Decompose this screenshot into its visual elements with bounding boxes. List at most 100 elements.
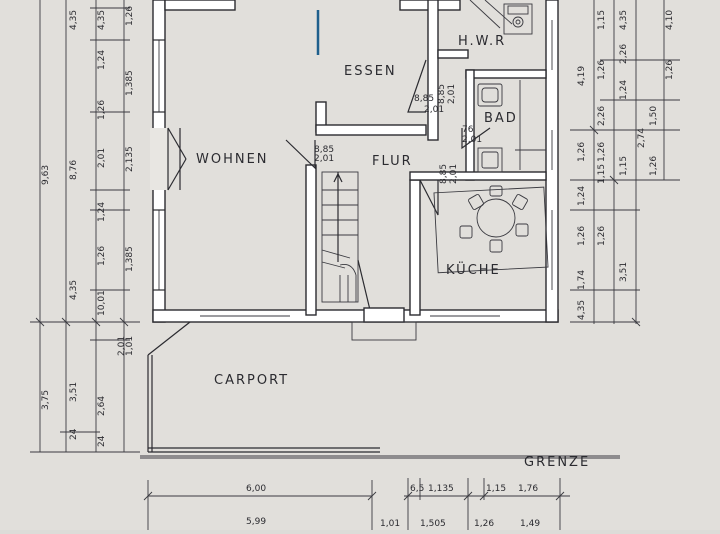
wall-hwr-south-b xyxy=(465,69,547,79)
dim-seg3: 1,15 xyxy=(486,484,506,494)
dim-c3-f: 2,64 xyxy=(97,396,107,416)
label-bad: BAD xyxy=(484,111,518,126)
dim-c4-b: 2,135 xyxy=(125,146,135,172)
dim-carport-width-a: 6,00 xyxy=(246,484,266,494)
dim-c2-top2: 4,35 xyxy=(69,280,79,300)
dim-c3-e: 10,01 xyxy=(97,290,107,316)
dim-r3-b: 1,26 xyxy=(597,60,607,80)
dim-c2-bot: 24 xyxy=(69,428,79,440)
terrace-door xyxy=(150,127,187,191)
door-wohnen-width: 8,85 xyxy=(314,145,334,155)
chair-icon xyxy=(489,185,503,197)
dim-c4-a: 1,385 xyxy=(125,70,135,96)
dim-r1-c: 1,26 xyxy=(577,226,587,246)
hwr-fixtures xyxy=(469,0,533,35)
dim-seg2: 1,135 xyxy=(428,484,454,494)
dim-carport-width-b: 5,99 xyxy=(246,517,266,527)
dim-r2-b: 1,26 xyxy=(597,226,607,246)
dim-r4-a: 4,35 xyxy=(619,10,629,30)
dim-r1-d: 1,74 xyxy=(577,270,587,290)
door-essen-width: 8,85 xyxy=(414,94,434,104)
door-bad-width: 76 xyxy=(462,125,474,135)
wall-kueche-west xyxy=(409,179,421,316)
door-kueche-symbol xyxy=(419,179,439,216)
dim-c4-d: 1,01 xyxy=(125,336,135,356)
left-dimension-values: 9,63 3,75 8,76 3,51 4,35 24 4,35 4,35 1,… xyxy=(41,6,135,447)
dim-seg8: 1,49 xyxy=(520,519,540,529)
dim-seg5: 1,01 xyxy=(380,519,400,529)
dim-r4-b: 2,26 xyxy=(619,44,629,64)
bath-basin-icon xyxy=(477,83,503,107)
dim-r4-e: 1,26 xyxy=(649,156,659,176)
label-carport: CARPORT xyxy=(214,373,289,388)
dim-c3-b: 2,01 xyxy=(97,148,107,168)
label-kueche: KÜCHE xyxy=(446,261,501,278)
shower-tray-icon xyxy=(477,147,503,173)
door-wohnen-height: 2,01 xyxy=(314,154,334,164)
table-icon xyxy=(476,198,516,238)
dim-r1-b: 1,24 xyxy=(577,186,587,206)
dim-carport-depth: 3,75 xyxy=(41,390,51,410)
wall-kueche-north xyxy=(409,171,547,181)
dim-r4-d: 1,50 xyxy=(649,106,659,126)
wall-wohnen-flur xyxy=(305,164,317,316)
door-annotations: 8,85 2,01 8,85 2,01 8,85 2,01 76 2,01 8,… xyxy=(314,84,482,184)
door-kueche-height: 2,01 xyxy=(449,164,459,184)
dim-overall-depth: 9,63 xyxy=(41,165,51,185)
carport-outline xyxy=(140,321,620,459)
dim-seg6: 1,505 xyxy=(420,519,446,529)
label-hwr: H.W.R xyxy=(458,34,506,49)
door-hwr-height: 2,01 xyxy=(447,84,457,104)
dim-carport-inner: 3,51 xyxy=(69,382,79,402)
dim-c4-e: 2,01 xyxy=(117,336,127,356)
door-wohnen-symbol xyxy=(285,139,316,170)
right-dimension-lines xyxy=(570,0,680,327)
room-labels: ESSEN H.W.R BAD WOHNEN FLUR KÜCHE CARPOR… xyxy=(196,34,588,470)
dim-r5-a: 2,74 xyxy=(637,128,647,148)
door-essen-height: 2,01 xyxy=(424,105,444,115)
dim-r2-c: 3,51 xyxy=(619,262,629,282)
dining-table xyxy=(433,185,549,274)
dim-c3-d: 1,26 xyxy=(97,246,107,266)
door-bad-height: 2,01 xyxy=(462,135,482,145)
dim-c4-top: 1,26 xyxy=(125,6,135,26)
dim-r5-b: 1,26 xyxy=(665,60,675,80)
dim-seg4: 1,76 xyxy=(518,484,538,494)
dim-r2-a: 1,26 xyxy=(597,142,607,162)
wall-hwr-west xyxy=(427,0,439,141)
dim-r5-top: 4,10 xyxy=(665,10,675,30)
dim-c3-bot: 24 xyxy=(97,435,107,447)
dim-c3-c: 1,24 xyxy=(97,202,107,222)
wall-hwr-south-a xyxy=(437,49,469,59)
door-symbols xyxy=(285,59,491,216)
dim-house-depth: 8,76 xyxy=(69,160,79,180)
west-windows xyxy=(153,39,165,291)
right-dimension-values: 4,19 1,26 1,24 1,26 1,74 4,35 1,26 1,26 … xyxy=(577,10,675,320)
dim-r1-a: 1,26 xyxy=(577,142,587,162)
dim-c3-g: 1,26 xyxy=(97,100,107,120)
door-hwr-width: 8,85 xyxy=(437,84,447,104)
entrance xyxy=(351,307,417,341)
dim-seg1: 6,5 xyxy=(410,484,424,494)
staircase xyxy=(321,171,371,311)
dim-r3-c: 2,26 xyxy=(597,106,607,126)
dim-c3-a: 1,24 xyxy=(97,50,107,70)
dim-r1-e: 4,35 xyxy=(577,300,587,320)
label-essen: ESSEN xyxy=(344,64,397,79)
dim-c2-top: 4,35 xyxy=(69,10,79,30)
wall-north-a xyxy=(164,0,236,11)
door-kueche-width: 8,85 xyxy=(439,164,449,184)
dim-r3-d: 1,15 xyxy=(597,164,607,184)
dim-r3-a: 1,15 xyxy=(597,10,607,30)
dim-c3-top: 4,35 xyxy=(97,10,107,30)
dim-r4-f: 1,15 xyxy=(619,156,629,176)
dim-c4-c: 1,385 xyxy=(125,246,135,272)
label-flur: FLUR xyxy=(372,154,413,169)
dim-r4-c: 1,24 xyxy=(619,80,629,100)
door-bad-symbol xyxy=(461,127,491,150)
door-hwr-symbol xyxy=(407,59,427,113)
